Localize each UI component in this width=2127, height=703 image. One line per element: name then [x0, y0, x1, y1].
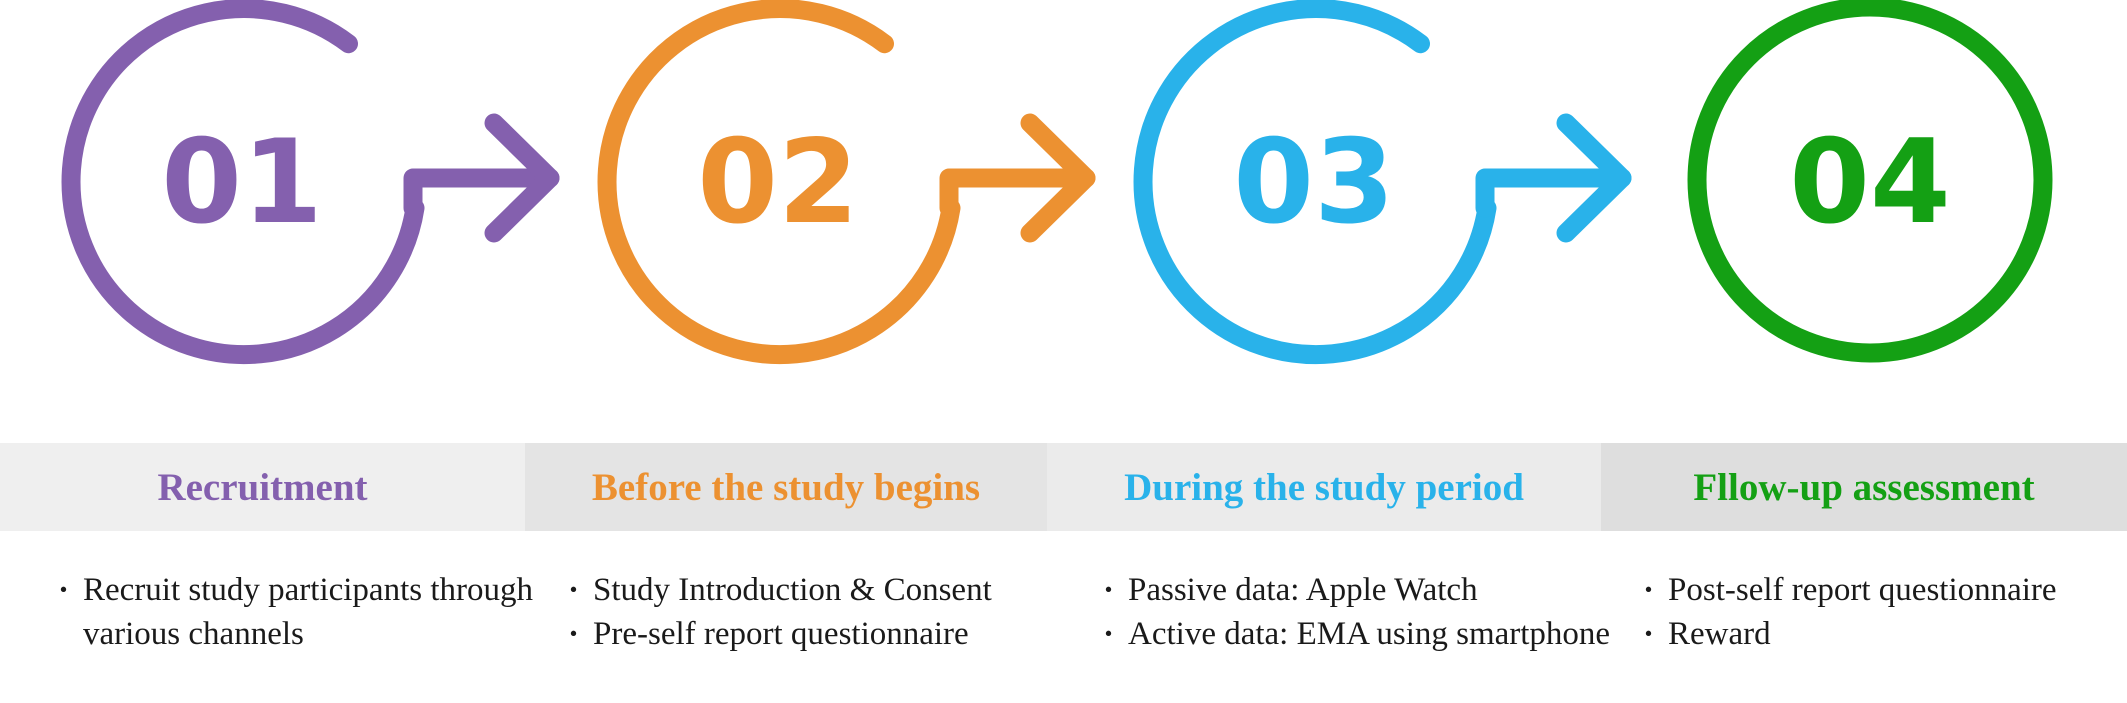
step-bullet-list: Passive data: Apple WatchActive data: EM…: [1103, 568, 1623, 656]
step-number: 01: [161, 115, 322, 250]
arrow-right-icon: [1020, 113, 1096, 243]
step-title: Before the study begins: [591, 465, 981, 509]
step-title: Recruitment: [157, 465, 368, 509]
step-bullet-list: Study Introduction & ConsentPre-self rep…: [568, 568, 1088, 656]
bullet-item: Pre-self report questionnaire: [568, 612, 1088, 656]
step-title-band: During the study period: [1047, 443, 1601, 531]
step-4-icon: 04: [1687, 0, 2053, 363]
step-bullet-list: Post-self report questionnaireReward: [1643, 568, 2127, 656]
arrow-right-icon: [1556, 113, 1632, 243]
arrow-shaft: [1475, 168, 1632, 218]
step-title: During the study period: [1124, 465, 1524, 509]
arrow-shaft: [939, 168, 1096, 218]
step-number: 03: [1233, 115, 1394, 250]
step-number: 02: [697, 115, 858, 250]
step-ring: [1133, 0, 1497, 365]
step-title-band: Before the study begins: [525, 443, 1047, 531]
bullet-item: Study Introduction & Consent: [568, 568, 1088, 612]
step-3-icon: 03: [1133, 0, 1632, 365]
bullet-item: Active data: EMA using smartphone: [1103, 612, 1623, 656]
bullet-item: Passive data: Apple Watch: [1103, 568, 1623, 612]
step-bullet-list: Recruit study participants through vario…: [58, 568, 558, 656]
step-number: 04: [1789, 115, 1950, 250]
bullet-item: Reward: [1643, 612, 2127, 656]
bullet-item: Post-self report questionnaire: [1643, 568, 2127, 612]
arrow-right-icon: [484, 113, 560, 243]
step-2-icon: 02: [597, 0, 1096, 365]
step-ring: [1687, 0, 2053, 363]
step-ring: [597, 0, 961, 365]
step-1-icon: 01: [61, 0, 560, 365]
step-ring: [61, 0, 425, 365]
step-title: Fllow-up assessment: [1693, 465, 2035, 509]
step-title-band: Recruitment: [0, 443, 525, 531]
step-title-band: Fllow-up assessment: [1601, 443, 2127, 531]
bullet-item: Recruit study participants through vario…: [58, 568, 558, 656]
arrow-shaft: [403, 168, 560, 218]
